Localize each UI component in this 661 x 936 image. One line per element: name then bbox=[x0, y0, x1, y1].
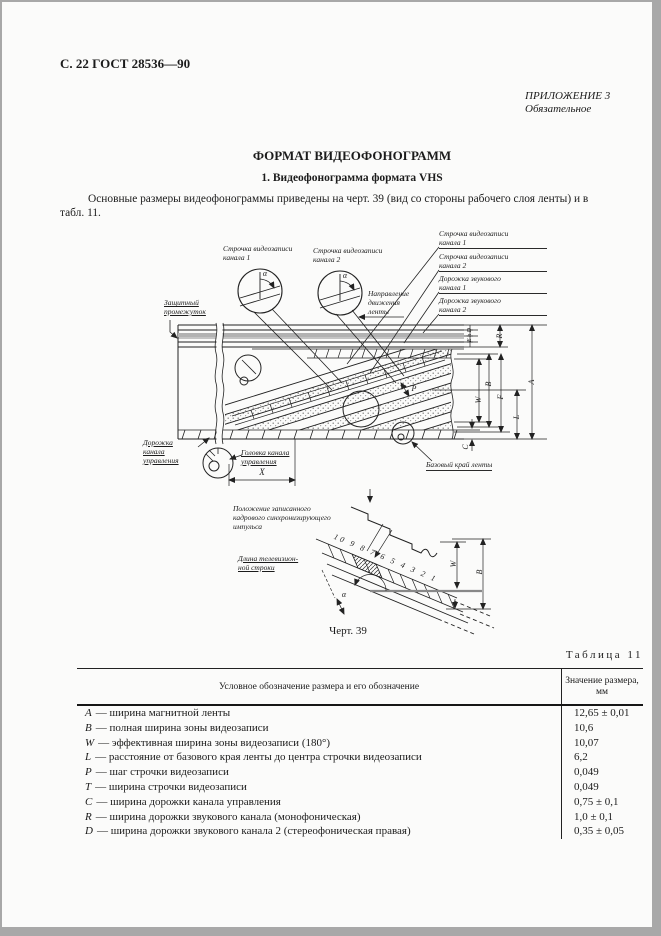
size-desc: — расстояние от базового края ленты до ц… bbox=[95, 751, 422, 764]
size-value: 10,07 bbox=[561, 735, 641, 751]
head-circle-2 bbox=[342, 390, 380, 428]
intro-line-2: табл. 11. bbox=[60, 207, 101, 219]
track-end-ladder bbox=[307, 348, 451, 359]
sub-diagram bbox=[315, 489, 495, 635]
head-circle-3 bbox=[391, 421, 415, 445]
label-right-audio-ch2: Дорожка звукового канала 2 bbox=[439, 296, 547, 316]
label-tv-line-length: Длина телевизион- ной строки bbox=[238, 554, 299, 572]
dim-X: X bbox=[259, 467, 265, 477]
label-right-video-ch2: Строчка видеозаписи канала 2 bbox=[439, 252, 547, 272]
control-head-icon bbox=[202, 447, 234, 479]
label-right-audio-ch1: Дорожка звукового канала 1 bbox=[439, 274, 547, 294]
video-tracks bbox=[225, 349, 451, 430]
audio-band-gray bbox=[178, 333, 464, 337]
size-symbol: D bbox=[85, 825, 93, 838]
dim-alpha-1: α bbox=[262, 269, 268, 278]
intro-line-1: Основные размеры видеофонограммы приведе… bbox=[88, 193, 589, 205]
size-desc: — ширина дорожки звукового канала 2 (сте… bbox=[96, 825, 411, 838]
table-row: T— ширина строчки видеозаписи 0,049 bbox=[77, 779, 643, 795]
label-control-track: Дорожка канала управления bbox=[143, 438, 179, 465]
dimension-lines bbox=[228, 324, 547, 486]
annex-block: ПРИЛОЖЕНИЕ 3 Обязательное bbox=[525, 90, 610, 116]
table-row: L— расстояние от базового края ленты до … bbox=[77, 750, 643, 766]
section-subtitle: 1. Видеофонограмма формата VHS bbox=[261, 172, 443, 184]
dim-W-sub: W bbox=[449, 560, 458, 568]
size-desc: — ширина строчки видеозаписи bbox=[95, 780, 247, 793]
size-desc: — ширина дорожки звукового канала (моноф… bbox=[95, 810, 361, 823]
callout-circle-1 bbox=[237, 268, 343, 391]
table-row: D— ширина дорожки звукового канала 2 (ст… bbox=[77, 824, 643, 840]
table-header-row: Условное обозначение размера и его обозн… bbox=[77, 669, 643, 706]
dim-alpha-3: α bbox=[341, 590, 347, 599]
size-desc: — шаг строчки видеозаписи bbox=[95, 766, 229, 779]
table-row: B— полная ширина зоны видеозаписи 10,6 bbox=[77, 720, 643, 736]
label-tape-direction: Направление движения ленты bbox=[368, 289, 410, 316]
dim-W: W bbox=[474, 396, 483, 404]
size-value: 10,6 bbox=[561, 720, 641, 736]
dim-A: A bbox=[527, 379, 536, 385]
intro-paragraph: Основные размеры видеофонограммы приведе… bbox=[60, 192, 650, 220]
dim-alpha-2: α bbox=[342, 271, 348, 280]
size-symbol: P bbox=[85, 766, 92, 779]
size-value: 0,049 bbox=[561, 779, 641, 795]
vhs-format-diagram: Строчка видеозаписи канала 1 Строчка вид… bbox=[2, 227, 652, 647]
size-desc: — ширина магнитной ленты bbox=[95, 707, 231, 719]
table-row: P— шаг строчки видеозаписи 0,049 bbox=[77, 765, 643, 780]
tape-break-lines bbox=[214, 322, 454, 445]
col1-header: Условное обозначение размера и его обозн… bbox=[218, 681, 420, 692]
table-row: C— ширина дорожки канала управления 0,75… bbox=[77, 794, 643, 810]
annex-note: Обязательное bbox=[525, 103, 592, 115]
size-value: 0,75 ± 0,1 bbox=[561, 794, 641, 810]
label-sync-pulse: Положение записанного кадрового синхрони… bbox=[233, 504, 331, 531]
size-desc: — ширина дорожки канала управления bbox=[96, 795, 281, 808]
sync-staircase bbox=[350, 506, 438, 558]
size-symbol: C bbox=[85, 795, 93, 808]
size-desc: — полная ширина зоны видеозаписи bbox=[95, 721, 269, 734]
label-leaders bbox=[169, 246, 440, 462]
document-page: С. 22 ГОСТ 28536—90 ПРИЛОЖЕНИЕ 3 Обязате… bbox=[2, 2, 652, 927]
dim-B: B bbox=[484, 381, 493, 387]
table-row: W— эффективная ширина зоны видеозаписи (… bbox=[77, 735, 643, 751]
label-guard-gap: Защитный промежуток bbox=[164, 298, 206, 316]
label-control-head: Головка канала управления bbox=[241, 448, 290, 466]
size-value: 6,2 bbox=[561, 750, 641, 766]
size-value: 12,65 ± 0,01 bbox=[561, 706, 641, 721]
dimensions-table: Условное обозначение размера и его обозн… bbox=[77, 668, 643, 840]
dim-B-sub: B bbox=[475, 569, 484, 575]
size-symbol: B bbox=[85, 721, 92, 734]
figure-caption: Черт. 39 bbox=[329, 625, 367, 637]
size-symbol: L bbox=[85, 751, 92, 764]
head-circle-1 bbox=[234, 354, 262, 386]
table-row: A— ширина магнитной ленты 12,65 ± 0,01 bbox=[77, 706, 643, 721]
size-symbol: R bbox=[85, 810, 92, 823]
dim-C: C bbox=[461, 444, 470, 450]
size-symbol: W bbox=[85, 736, 95, 749]
table-row: R— ширина дорожки звукового канала (моно… bbox=[77, 809, 643, 825]
diagram-linework bbox=[169, 246, 547, 635]
label-base-edge: Базовый край ленты bbox=[426, 460, 493, 471]
dim-P: P bbox=[411, 384, 417, 393]
label-video-line-ch1: Строчка видеозаписи канала 1 bbox=[223, 244, 293, 262]
label-right-video-ch1: Строчка видеозаписи канала 1 bbox=[439, 229, 547, 249]
size-value: 0,35 ± 0,05 bbox=[561, 824, 641, 840]
dim-L: L bbox=[512, 414, 521, 420]
dim-R: R bbox=[495, 333, 504, 339]
callout-circle-2 bbox=[317, 270, 405, 384]
label-video-line-ch2: Строчка видеозаписи канала 2 bbox=[313, 246, 383, 264]
annex-title: ПРИЛОЖЕНИЕ 3 bbox=[525, 90, 611, 102]
size-value: 0,049 bbox=[561, 765, 641, 780]
page-header-ref: С. 22 ГОСТ 28536—90 bbox=[60, 56, 191, 71]
table-caption: Таблица 11 bbox=[565, 649, 643, 661]
dim-F: F bbox=[496, 394, 505, 400]
dim-EhD: E h D bbox=[467, 328, 473, 342]
size-symbol: A bbox=[85, 707, 92, 719]
col2-header: Значение размера, мм bbox=[561, 669, 642, 704]
page-title: ФОРМАТ ВИДЕОФОНОГРАММ bbox=[252, 148, 452, 163]
size-desc: — эффективная ширина зоны видеозаписи (1… bbox=[98, 736, 331, 749]
tape-outline bbox=[177, 324, 464, 440]
size-value: 1,0 ± 0,1 bbox=[561, 809, 641, 825]
size-symbol: T bbox=[85, 780, 92, 793]
